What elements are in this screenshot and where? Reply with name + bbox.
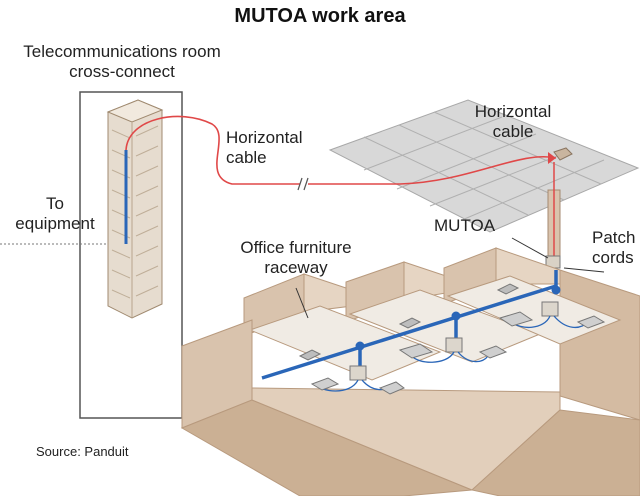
horizontal-cable-left-label-line1: Horizontal (226, 128, 303, 147)
workstations (298, 283, 606, 395)
raceway-label-line2: raceway (264, 258, 328, 277)
raceway (261, 270, 561, 380)
horizontal-cable-right-label-line2: cable (492, 122, 534, 141)
cross-connect-rack (106, 99, 164, 319)
ceiling-junction-box (553, 147, 573, 161)
horizontal-cable-left-label-line2: cable (226, 148, 267, 167)
mutoa-leader (511, 237, 549, 259)
telecom-room-frame (79, 91, 183, 419)
cubicle-partitions (180, 247, 640, 496)
telecom-room-label-line2: cross-connect (69, 62, 175, 81)
source-credit: Source: Panduit (36, 444, 129, 459)
mutoa-label: MUTOA (434, 216, 496, 235)
cable-break-mark (297, 177, 309, 191)
patch-cords-label-line1: Patch (592, 228, 636, 247)
horizontal-cable (125, 115, 557, 185)
horizontal-cable-right-label-line1: Horizontal (474, 102, 552, 121)
ceiling-grid (328, 99, 640, 233)
raceway-leader (295, 287, 309, 319)
patch-cords-leader (563, 267, 605, 273)
cable-arrow (548, 152, 556, 164)
telecom-room-label-line1: Telecommunications room (23, 42, 221, 61)
to-equipment-label-line1: To (46, 194, 64, 213)
patch-cords-label-line2: cords (592, 248, 634, 267)
diagram-title: MUTOA work area (234, 5, 406, 27)
raceway-label-line1: Office furniture (240, 238, 352, 257)
to-equipment-label-line2: equipment (15, 214, 95, 233)
